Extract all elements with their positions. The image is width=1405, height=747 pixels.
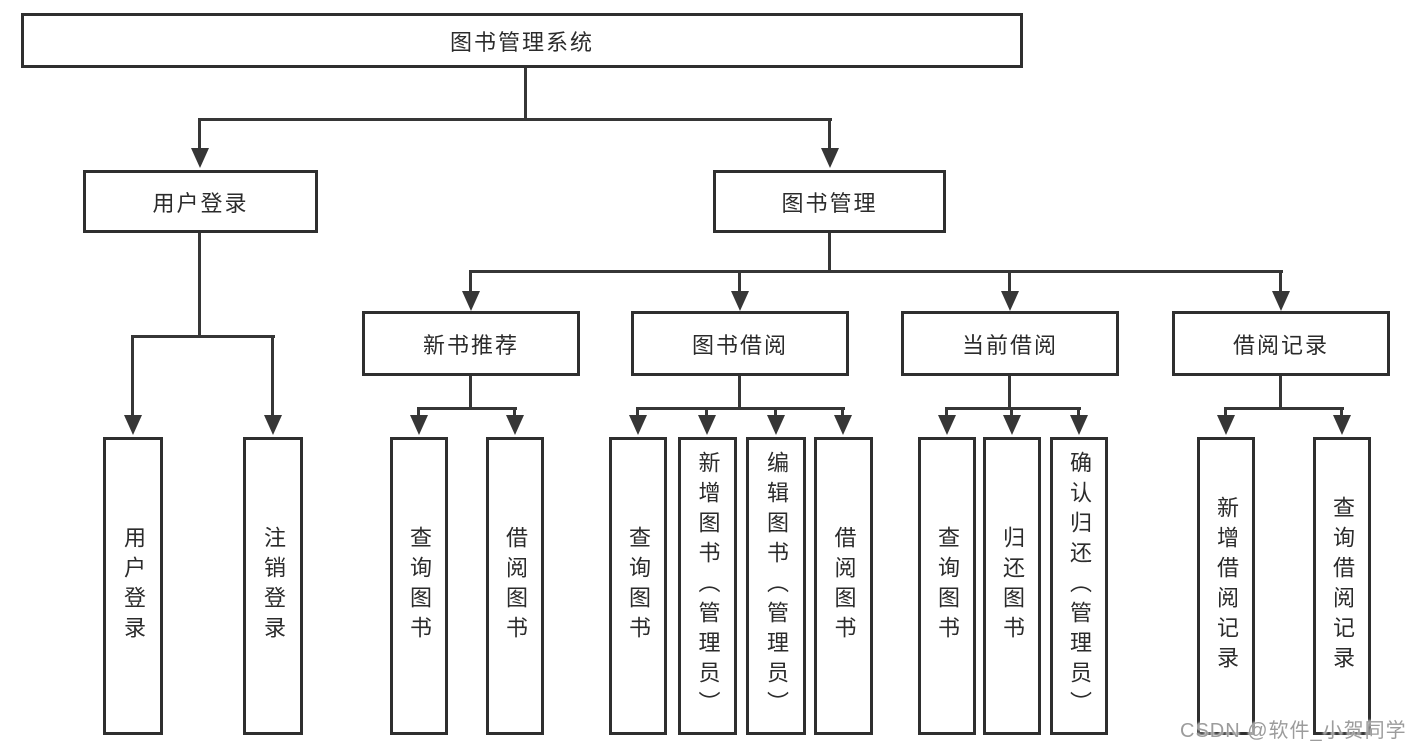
leaf-br-query-record-label: 查询借阅记录 [1330,496,1355,676]
arrow-down-icon [1333,415,1351,435]
leaf-bb-query-books-label: 查询图书 [626,526,651,646]
leaf-logout-label: 注销登录 [261,526,286,646]
leaf-cb-confirm-return-admin: 确认归还（管理员） [1050,437,1108,735]
node-borrowing-records-label: 借阅记录 [1232,332,1329,358]
arrow-down-icon [1001,291,1019,311]
leaf-nbr-borrow-books: 借阅图书 [486,437,544,735]
connector-leaf-logout-drop [271,335,274,415]
connector-br-add-drop [1224,407,1227,415]
leaf-cb-query-books: 查询图书 [918,437,976,735]
leaf-bb-edit-books-admin: 编辑图书（管理员） [746,437,806,735]
connector-user-login-stem [198,233,201,335]
connector-book-borrowing-drop [738,270,741,291]
arrow-down-icon [629,415,647,435]
leaf-br-query-record: 查询借阅记录 [1313,437,1371,735]
connector-new-book-branch [417,407,517,410]
arrow-down-icon [264,415,282,435]
leaf-nbr-borrow-books-label: 借阅图书 [503,526,528,646]
arrow-down-icon [462,291,480,311]
leaf-bb-query-books: 查询图书 [609,437,667,735]
node-user-login-label: 用户登录 [152,190,249,216]
connector-book-management-drop [828,118,831,148]
leaf-user-login-label: 用户登录 [121,526,146,646]
node-book-management-label: 图书管理 [781,190,878,216]
connector-borrowing-records-branch [1224,407,1344,410]
node-book-management: 图书管理 [713,170,946,233]
leaf-nbr-query-books-label: 查询图书 [407,526,432,646]
connector-current-borrowing-stem [1008,376,1011,407]
leaf-bb-edit-books-admin-label: 编辑图书（管理员） [764,451,789,721]
node-current-borrowing: 当前借阅 [901,311,1119,376]
connector-leaf-user-login-drop [131,335,134,415]
arrow-down-icon [767,415,785,435]
leaf-logout: 注销登录 [243,437,303,735]
connector-new-book-stem [469,376,472,407]
node-current-borrowing-label: 当前借阅 [961,332,1058,358]
leaf-cb-query-books-label: 查询图书 [935,526,960,646]
connector-user-login-branch [131,335,275,338]
connector-level2-branch [198,118,832,121]
leaf-nbr-query-books: 查询图书 [390,437,448,735]
connector-cb-query-drop [945,407,948,415]
connector-bb-query-drop [636,407,639,415]
connector-bb-edit-drop [774,407,777,415]
leaf-user-login: 用户登录 [103,437,163,735]
node-root: 图书管理系统 [21,13,1023,68]
arrow-down-icon [938,415,956,435]
connector-nbr-query-drop [417,407,420,415]
node-book-borrowing-label: 图书借阅 [691,332,788,358]
node-user-login: 用户登录 [83,170,318,233]
connector-book-borrowing-stem [738,376,741,407]
connector-nbr-borrow-drop [513,407,516,415]
leaf-bb-add-books-admin-label: 新增图书（管理员） [695,451,721,721]
connector-bb-add-drop [705,407,708,415]
connector-borrowing-records-drop [1279,270,1282,291]
node-book-borrowing: 图书借阅 [631,311,849,376]
leaf-bb-add-books-admin: 新增图书（管理员） [678,437,737,735]
leaf-cb-return-books-label: 归还图书 [1000,526,1025,646]
node-root-label: 图书管理系统 [449,29,594,55]
connector-bb-borrow-drop [841,407,844,415]
connector-root-stem [524,68,527,118]
connector-user-login-drop [198,118,201,148]
leaf-bb-borrow-books-label: 借阅图书 [831,526,857,646]
connector-level3-branch [469,270,1283,273]
connector-book-borrowing-branch [636,407,845,410]
connector-br-query-drop [1340,407,1343,415]
connector-current-borrowing-drop [1008,270,1011,291]
arrow-down-icon [410,415,428,435]
connector-cb-confirm-drop [1077,407,1080,415]
arrow-down-icon [191,148,209,168]
node-new-book-recommend-label: 新书推荐 [422,332,519,358]
leaf-bb-borrow-books: 借阅图书 [814,437,873,735]
arrow-down-icon [834,415,852,435]
csdn-watermark: CSDN @软件_小贺同学 [1180,720,1405,742]
leaf-br-add-record-label: 新增借阅记录 [1214,496,1239,676]
leaf-cb-confirm-return-admin-label: 确认归还（管理员） [1067,451,1092,721]
arrow-down-icon [1217,415,1235,435]
arrow-down-icon [1272,291,1290,311]
node-new-book-recommend: 新书推荐 [362,311,580,376]
arrow-down-icon [1003,415,1021,435]
connector-new-book-drop [469,270,472,291]
connector-book-management-stem [828,233,831,270]
arrow-down-icon [124,415,142,435]
node-borrowing-records: 借阅记录 [1172,311,1390,376]
arrow-down-icon [731,291,749,311]
connector-borrowing-records-stem [1279,376,1282,407]
leaf-br-add-record: 新增借阅记录 [1197,437,1255,735]
leaf-cb-return-books: 归还图书 [983,437,1041,735]
arrow-down-icon [1070,415,1088,435]
arrow-down-icon [506,415,524,435]
connector-current-borrowing-branch [945,407,1081,410]
arrow-down-icon [698,415,716,435]
arrow-down-icon [821,148,839,168]
connector-cb-return-drop [1010,407,1013,415]
